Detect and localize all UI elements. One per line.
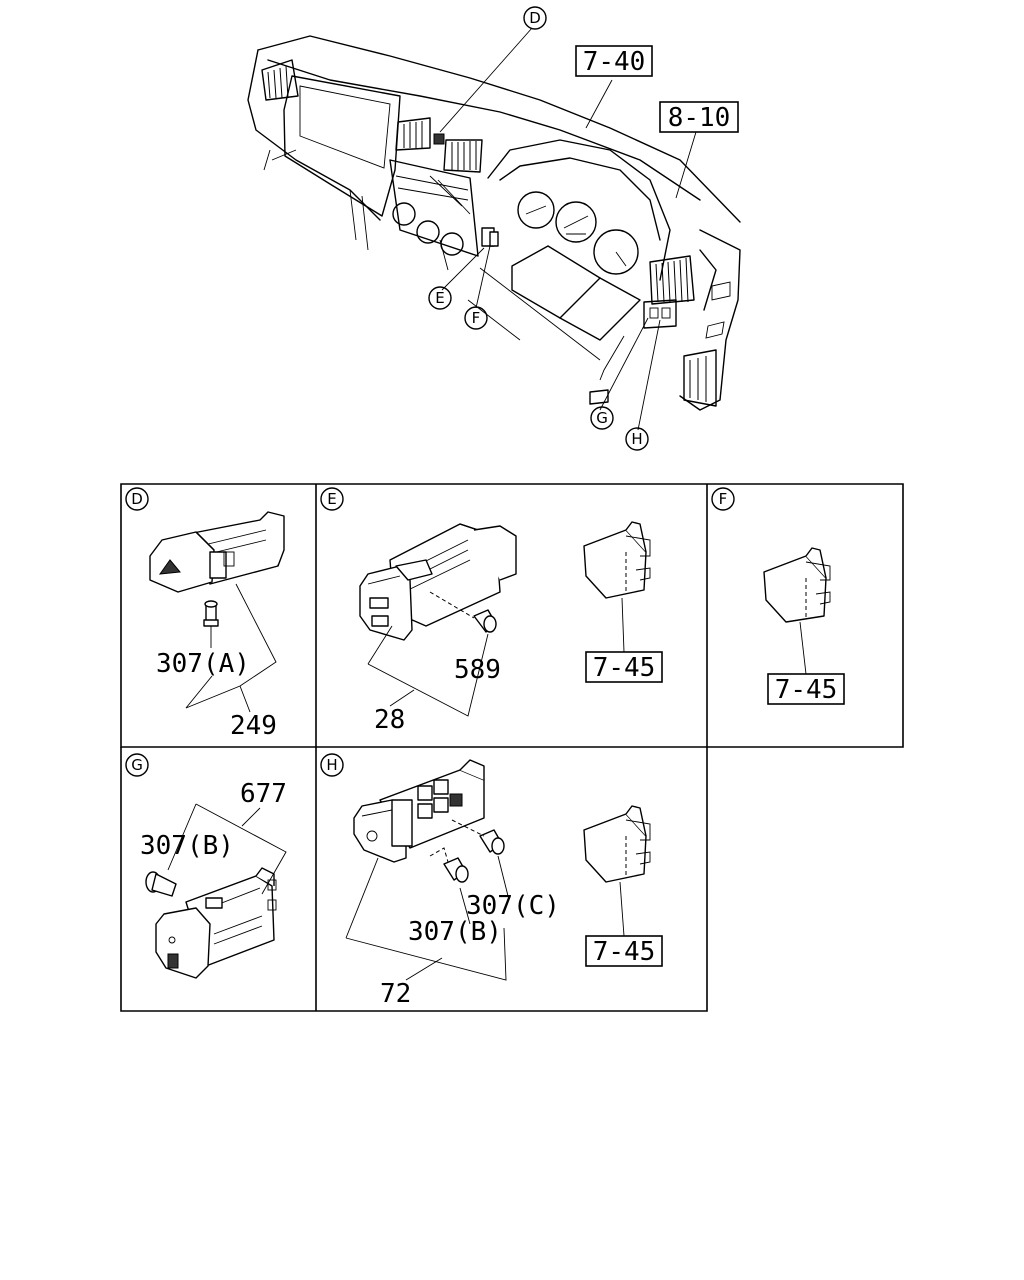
gauge-cluster	[517, 191, 639, 275]
part-label-307B-G: 307(B)	[140, 831, 234, 861]
panel-letter-G: G	[131, 756, 143, 774]
callout-D: D	[523, 6, 547, 30]
ref-box-8-10: 8-10	[659, 101, 739, 133]
part-label-589: 589	[454, 655, 501, 685]
detail-grid	[120, 483, 904, 1012]
svg-text:7-40: 7-40	[583, 47, 646, 77]
callout-E: E	[428, 286, 452, 310]
panel-E: E 589 28	[320, 487, 663, 735]
part-label-249: 249	[230, 711, 277, 741]
bulb-307C	[479, 829, 505, 855]
bulb-307B-H	[443, 857, 469, 883]
dashboard-overview	[247, 35, 741, 411]
panel-letter-H: H	[326, 756, 337, 774]
svg-text:7-45: 7-45	[593, 653, 656, 683]
center-vents	[395, 117, 483, 173]
bulb-589	[473, 609, 497, 633]
panel-G: G 677 307(B)	[125, 753, 287, 979]
switch-cap-E	[583, 521, 651, 599]
ref-box-7-40: 7-40	[575, 45, 653, 77]
callout-H: H	[625, 427, 649, 451]
switch-cap-H	[583, 805, 651, 883]
panel-D: D 307(A) 249	[125, 487, 285, 741]
callout-G: G	[590, 406, 614, 430]
switch-G	[155, 867, 277, 979]
ref-box-E-7-45: 7-45	[585, 651, 663, 683]
panel-letter-E: E	[327, 490, 336, 508]
svg-text:7-45: 7-45	[775, 675, 838, 705]
part-label-307A: 307(A)	[156, 649, 250, 679]
right-vent	[649, 255, 695, 305]
part-label-307C: 307(C)	[466, 891, 560, 921]
panel-F: F 7-45	[711, 487, 845, 705]
panel-letter-D: D	[131, 490, 143, 508]
ref-box-H-7-45: 7-45	[585, 935, 663, 967]
switch-H	[353, 759, 485, 863]
svg-text:G: G	[596, 409, 608, 427]
left-vent	[261, 59, 299, 101]
part-label-28: 28	[374, 705, 405, 735]
ref-box-F-7-45: 7-45	[767, 673, 845, 705]
svg-text:E: E	[435, 289, 444, 307]
bulb-307B-G	[145, 871, 177, 897]
svg-text:7-45: 7-45	[593, 937, 656, 967]
switch-cap-F	[763, 547, 831, 623]
part-label-307B-H: 307(B)	[408, 917, 502, 947]
part-label-677: 677	[240, 779, 287, 809]
panel-letter-F: F	[719, 490, 728, 508]
overview-leaders	[439, 27, 697, 431]
svg-text:F: F	[472, 309, 481, 327]
panel-H: H 307(C) 307(B) 7	[320, 753, 663, 1009]
switch-E	[359, 523, 517, 641]
hazard-switch-D	[149, 511, 285, 593]
svg-text:8-10: 8-10	[668, 103, 731, 133]
svg-text:H: H	[631, 430, 642, 448]
callout-F: F	[464, 306, 488, 330]
bulb-307A	[203, 600, 219, 627]
part-label-72: 72	[380, 979, 411, 1009]
svg-text:D: D	[529, 9, 541, 27]
